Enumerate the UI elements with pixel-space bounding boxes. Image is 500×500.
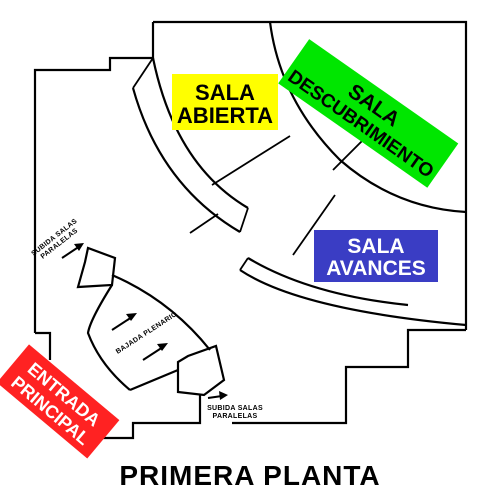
sala-avances-box [314, 230, 438, 282]
bajada-plenario-text: BAJADA PLENARIO [115, 311, 179, 356]
sala-abierta-box [172, 74, 278, 130]
arrow-right-bottom [207, 391, 228, 400]
room-label-sala-abierta: SALA ABIERTA [172, 74, 278, 130]
note-subida-salas-bottom: SUBIDA SALAS PARALELAS [207, 405, 263, 420]
sala-avances-line2: AVANCES [326, 257, 426, 280]
sala-abierta-line1: SALA [195, 80, 255, 105]
entrance-label: ENTRADA PRINCIPAL [0, 344, 120, 459]
sala-descubrimiento-box [278, 39, 459, 188]
arrow-plenario-lower [142, 343, 168, 361]
room-label-sala-descubrimiento: SALA DESCUBRIMIENTO [278, 39, 459, 188]
sala-avances-line1: SALA [347, 235, 404, 258]
note-subida-salas-left: SUBIDA SALAS PARALELAS [30, 218, 79, 261]
sala-abierta-line2: ABIERTA [177, 103, 273, 128]
subida-bottom-line1: SUBIDA SALAS [207, 405, 263, 412]
room-walls [131, 21, 467, 327]
page-title: PRIMERA PLANTA [119, 460, 381, 491]
note-bajada-plenario: BAJADA PLENARIO [115, 311, 179, 356]
subida-bottom-line2: PARALELAS [213, 413, 258, 420]
plenary-stairs [76, 246, 226, 397]
outer-walls [33, 20, 468, 440]
arrow-plenario-upper [111, 313, 137, 331]
entrance-box [0, 344, 120, 459]
arrow-up-left [61, 243, 84, 259]
room-label-sala-avances: SALA AVANCES [314, 230, 438, 282]
